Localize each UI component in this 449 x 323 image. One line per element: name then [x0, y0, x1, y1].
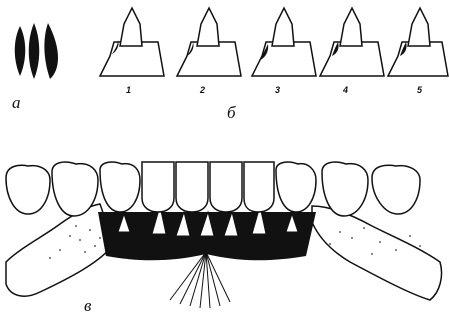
crown-row [6, 162, 420, 216]
stage-1 [100, 8, 164, 76]
stage-number-1: 1 [126, 85, 131, 95]
profile-bar-2 [29, 23, 40, 79]
right-jaw-bone [312, 206, 442, 300]
panel-a-profiles [15, 23, 58, 79]
tooth-5 [408, 8, 430, 46]
profile-bar-3 [44, 23, 58, 79]
stage-5 [388, 8, 448, 76]
central-rays [170, 252, 230, 308]
tooth-4 [340, 8, 362, 46]
left-jaw-bone [6, 204, 112, 296]
stage-3 [252, 8, 316, 76]
tooth-1 [120, 8, 142, 46]
tooth-3 [272, 8, 294, 46]
socket-4 [320, 42, 384, 76]
stage-2 [177, 8, 241, 76]
socket-5 [388, 42, 448, 76]
socket-2 [177, 42, 241, 76]
panel-v-label: в [84, 296, 92, 315]
socket-1 [100, 42, 164, 76]
tooth-2 [197, 8, 219, 46]
panel-v-arch [6, 162, 442, 308]
panel-a-label: а [12, 93, 21, 112]
stage-number-2: 2 [199, 85, 205, 95]
panel-b-label: б [227, 103, 236, 122]
profile-bar-1 [15, 26, 26, 76]
panel-b-stages [100, 8, 448, 76]
stage-number-3: 3 [275, 85, 280, 95]
stage-number-5: 5 [417, 85, 423, 95]
stage-4 [320, 8, 384, 76]
stage-number-4: 4 [342, 85, 348, 95]
